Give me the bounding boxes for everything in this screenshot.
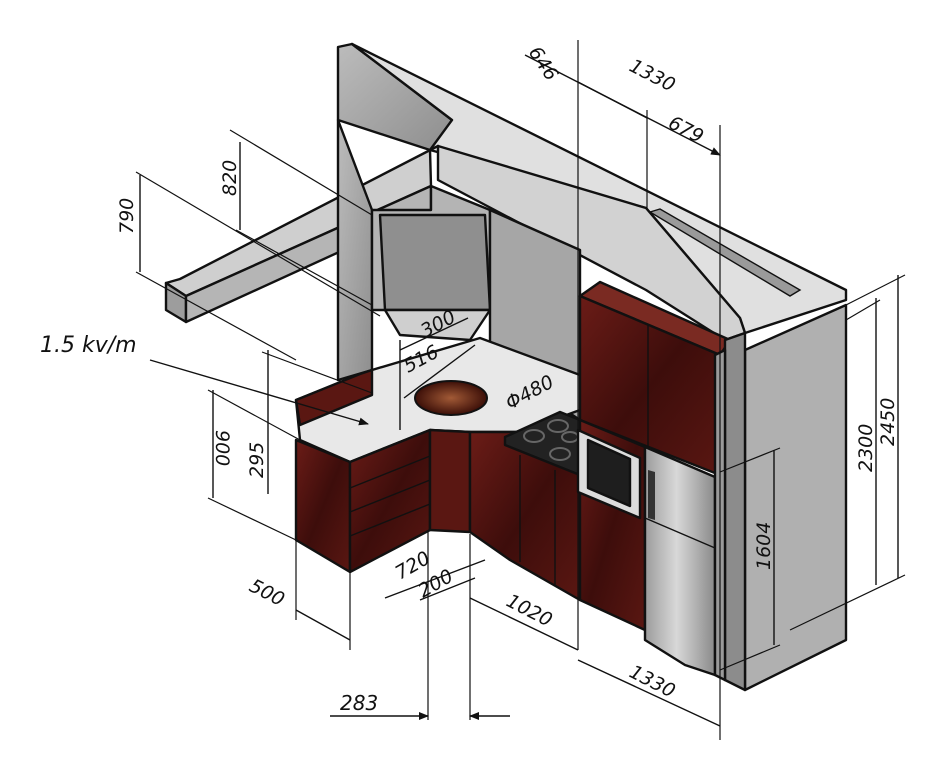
inner-back-wall — [336, 118, 374, 382]
oven-door — [586, 438, 632, 508]
dim-1020: 1020 — [503, 590, 556, 632]
burner-1 — [523, 429, 545, 443]
range-hood — [378, 213, 492, 312]
note-label: 1.5 kv/m — [40, 333, 137, 358]
dim-900: 900 — [211, 430, 233, 466]
dim-1330-bottom: 1330 — [626, 661, 679, 703]
right-wall-front — [743, 303, 848, 692]
dim-295: 295 — [246, 442, 268, 478]
dim-283: 283 — [340, 691, 378, 715]
fridge-handle — [648, 470, 655, 520]
dim-679: 679 — [665, 112, 707, 148]
burner-3 — [549, 447, 571, 461]
note-group: 1.5 kv/m — [40, 333, 369, 426]
dim-646: 646 — [524, 42, 563, 84]
burner-2 — [547, 419, 569, 433]
dimension-right-heights: 2300 2450 — [789, 274, 906, 631]
dim-2450: 2450 — [877, 398, 899, 446]
left-cabinet-front — [294, 438, 352, 574]
dim-820: 820 — [219, 160, 241, 196]
dim-1604: 1604 — [753, 522, 775, 570]
left-backsplash — [294, 368, 374, 427]
dim-790: 790 — [116, 198, 138, 234]
dimension-283: 283 — [330, 691, 510, 720]
sink-bowl — [414, 380, 488, 416]
corner-sink-cabinet — [428, 428, 472, 534]
dimension-1604: 1604 — [719, 447, 781, 671]
dim-1330-top: 1330 — [626, 55, 679, 97]
dimension-left-top: 820 790 — [116, 129, 381, 361]
dimension-left-heights: 900 295 — [207, 350, 373, 541]
ceiling-slot — [648, 208, 802, 297]
right-wall-edge — [723, 331, 747, 692]
refrigerator — [643, 445, 717, 677]
dim-2300: 2300 — [855, 424, 877, 472]
dim-500: 500 — [246, 575, 288, 611]
